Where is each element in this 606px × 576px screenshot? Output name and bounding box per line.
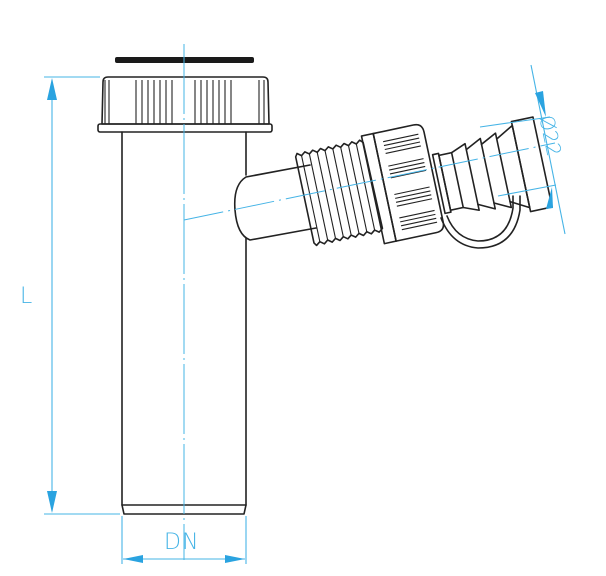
threaded-spigot (294, 139, 384, 247)
dimension-length (44, 76, 120, 515)
length-label: L (20, 284, 33, 309)
nominal-diameter-label: DN (164, 530, 200, 555)
barbed-hose-adapter (431, 116, 553, 215)
center-lines (183, 44, 556, 560)
dimension-hose-diameter (479, 64, 566, 235)
knurled-nut (97, 76, 273, 133)
dimension-nominal-diameter (121, 516, 247, 564)
tailpiece-tube (121, 131, 247, 515)
side-branch (233, 164, 317, 241)
retaining-clip (440, 195, 521, 249)
